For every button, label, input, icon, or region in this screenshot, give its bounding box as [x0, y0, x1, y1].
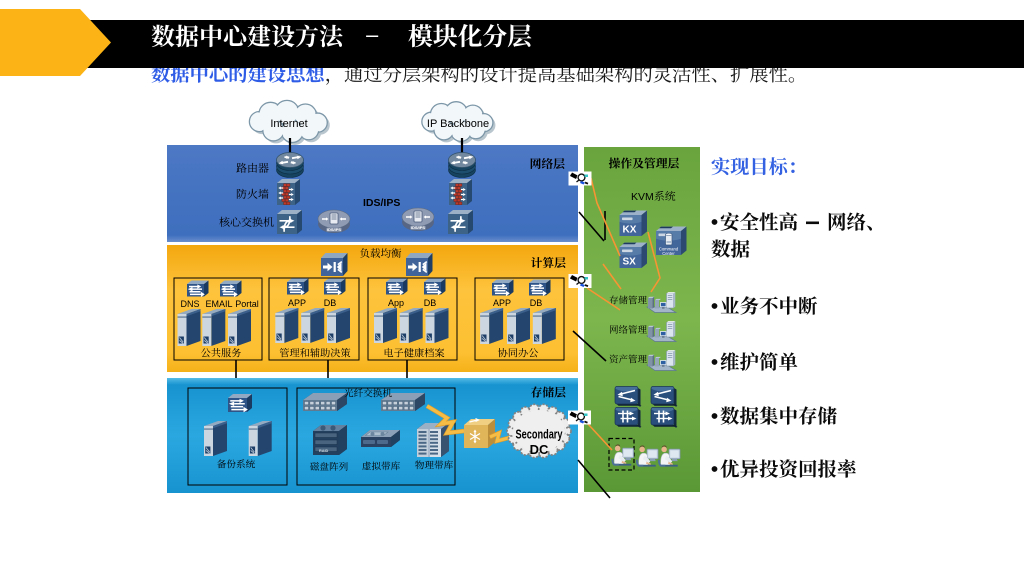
svg-text:Center: Center	[662, 251, 675, 256]
svg-text:DB: DB	[424, 298, 437, 308]
svg-text:Internet: Internet	[270, 118, 307, 130]
svg-text:KX: KX	[623, 225, 637, 236]
svg-text:IP Backbone: IP Backbone	[427, 118, 489, 130]
svg-text:EMAIL: EMAIL	[205, 299, 232, 309]
svg-text:KVM: KVM	[631, 191, 654, 203]
svg-text:Command: Command	[659, 247, 679, 252]
svg-text:DB: DB	[530, 298, 543, 308]
svg-text:APP: APP	[288, 298, 306, 308]
svg-text:RAID: RAID	[319, 449, 329, 453]
svg-text:IDS/IPS: IDS/IPS	[363, 197, 400, 209]
svg-text:DNS: DNS	[180, 299, 199, 309]
svg-text:Portal: Portal	[235, 299, 259, 309]
svg-text:SX: SX	[623, 257, 637, 268]
svg-text:DB: DB	[324, 298, 337, 308]
svg-text:Secondary: Secondary	[516, 427, 564, 442]
svg-text:IDS/IPS: IDS/IPS	[411, 225, 426, 230]
svg-text:APP: APP	[493, 298, 511, 308]
svg-text:App: App	[388, 298, 404, 308]
svg-text:IDS/IPS: IDS/IPS	[327, 227, 342, 232]
svg-text:DC: DC	[530, 442, 549, 457]
